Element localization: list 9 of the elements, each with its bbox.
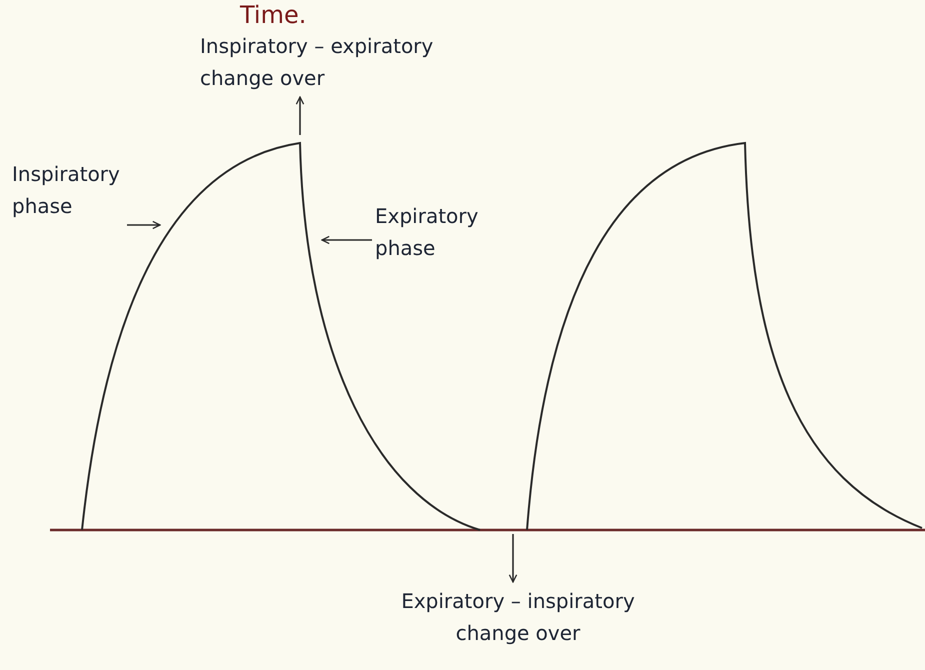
leader-line xyxy=(296,96,304,135)
annotation-text: Inspiratory phase xyxy=(12,158,124,222)
leader-line xyxy=(127,220,161,230)
annotation-text: Expiratory – inspiratory change over xyxy=(368,585,668,649)
annotation-text: Expiratory phase xyxy=(375,200,487,264)
leader-line xyxy=(508,534,518,583)
leader-line xyxy=(321,236,372,244)
heading-text: Time. xyxy=(240,0,306,30)
annotation-text: Inspiratory – expiratory change over xyxy=(200,30,465,94)
